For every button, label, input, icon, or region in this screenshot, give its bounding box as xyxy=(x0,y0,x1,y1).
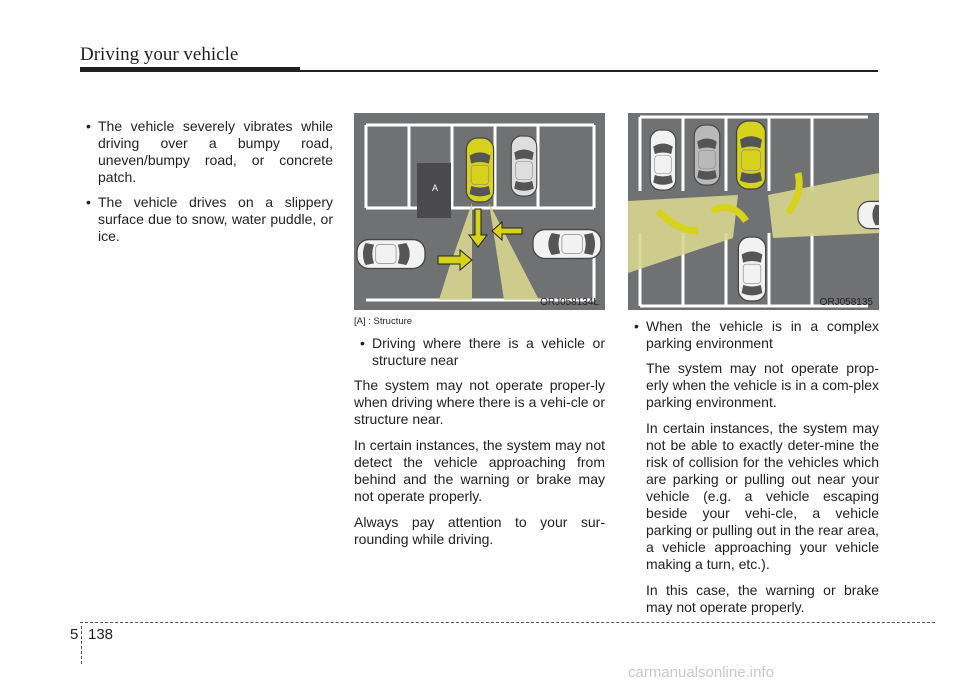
watermark: carmanualsonline.info xyxy=(628,664,774,681)
list-item: •The vehicle severely vibrates while dri… xyxy=(86,118,333,185)
header-rule-thin xyxy=(300,70,878,72)
paragraph: The system may not operate proper-ly whe… xyxy=(354,377,605,427)
page-number: 138 xyxy=(88,626,114,643)
left-column: •The vehicle severely vibrates while dri… xyxy=(80,118,333,253)
parking-illustration-2 xyxy=(628,113,879,310)
list-item: •The vehicle drives on a slippery surfac… xyxy=(86,194,333,244)
page-header-title: Driving your vehicle xyxy=(80,44,239,65)
paragraph: Always pay attention to your sur-roundin… xyxy=(354,514,605,547)
chapter-number: 5 xyxy=(70,626,79,643)
figure-complex-parking: ORJ058135 xyxy=(628,113,879,310)
paragraph: The system may not operate prop-erly whe… xyxy=(646,360,879,410)
parking-illustration-1: A xyxy=(354,113,605,310)
structure-label: A xyxy=(432,183,438,193)
figure-caption: [A] : Structure xyxy=(354,316,413,327)
middle-column: •Driving where there is a vehicle or str… xyxy=(354,335,605,557)
header-rule xyxy=(80,67,300,72)
right-column: •When the vehicle is in a complex parkin… xyxy=(628,318,879,625)
list-item: •When the vehicle is in a complex parkin… xyxy=(634,318,879,351)
footer-rule xyxy=(80,622,935,623)
paragraph: In this case, the warning or brake may n… xyxy=(646,582,879,615)
footer-divider xyxy=(81,626,82,664)
figure-structure-near: A ORJ058134L xyxy=(354,113,605,310)
list-item: •Driving where there is a vehicle or str… xyxy=(360,335,605,368)
figure-code: ORJ058135 xyxy=(819,297,873,308)
paragraph: In certain instances, the system may not… xyxy=(646,420,879,572)
figure-code: ORJ058134L xyxy=(540,297,599,308)
paragraph: In certain instances, the system may not… xyxy=(354,437,605,504)
